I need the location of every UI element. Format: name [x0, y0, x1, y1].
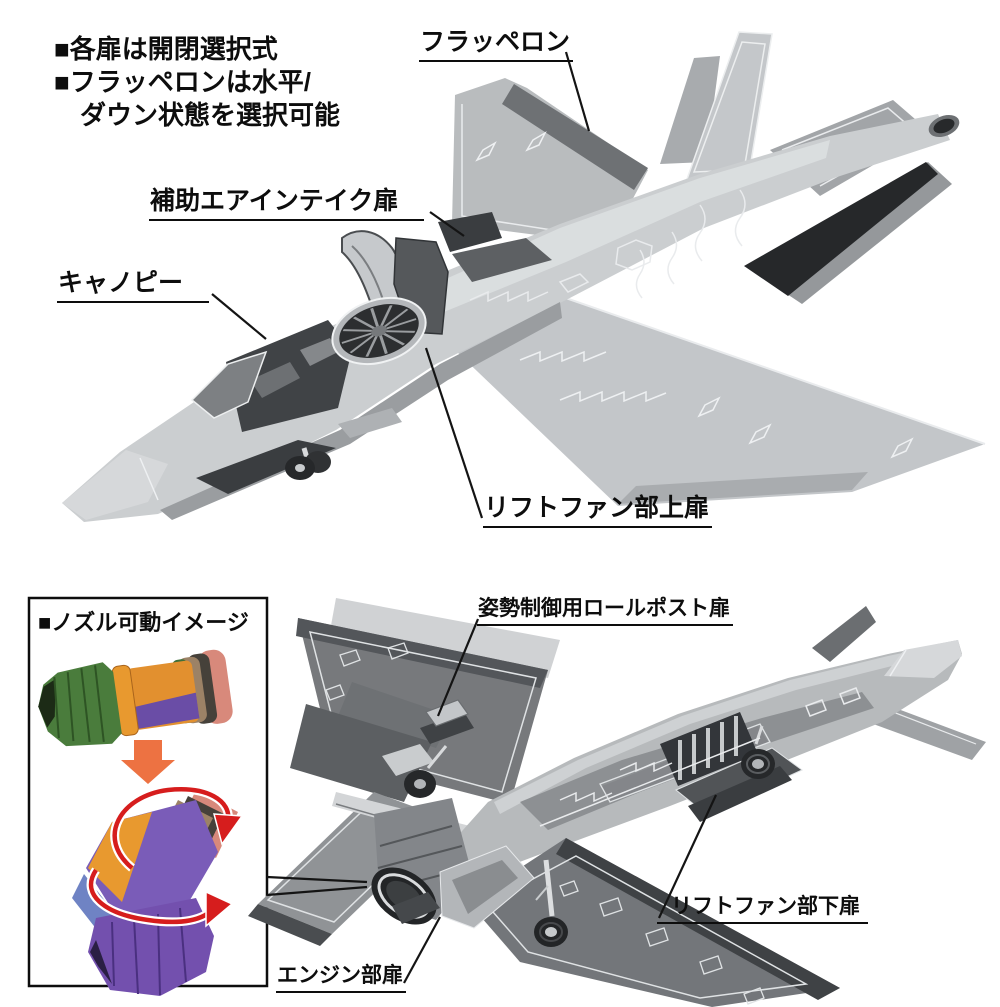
leader-flapperon: [564, 51, 591, 132]
label-roll-post-door: 姿勢制御用ロールポスト扉: [477, 592, 733, 626]
aircraft-bottom-view: [248, 598, 986, 1007]
note-door-selection: ■各扉は開閉選択式: [54, 34, 278, 64]
nozzle-box-title: ■ノズル可動イメージ: [38, 610, 249, 635]
note-flapperon-line2: ダウン状態を選択可能: [80, 100, 341, 130]
leader-lines: [211, 51, 717, 984]
label-lift-fan-upper-door: リフトファン部上扉: [483, 488, 713, 528]
leader-roll-post: [436, 618, 480, 717]
nozzle-straight-figure: [38, 649, 233, 747]
aircraft-top-view: [62, 31, 986, 522]
leader-canopy: [211, 293, 267, 340]
label-canopy: キャノピー: [57, 263, 210, 303]
leader-lift-fan-lower: [658, 794, 717, 919]
rotation-arrow-icon: [110, 784, 244, 872]
label-flapperon: フラッペロン: [419, 22, 574, 62]
label-engine-door: エンジン部扉: [276, 959, 406, 993]
note-flapperon-line1: ■フラッペロンは水平/: [54, 67, 311, 97]
leader-lift-fan-upper: [424, 347, 484, 519]
leader-aux-intake: [429, 211, 465, 237]
nozzle-motion-box: [27, 596, 269, 996]
nozzle-rotated-figure: [72, 784, 244, 996]
down-arrow-icon: [121, 740, 175, 784]
label-lift-fan-lower-door: リフトファン部下扉: [657, 890, 868, 924]
label-aux-intake-door: 補助エアインテイク扉: [149, 181, 425, 221]
rotation-arrow-icon: [86, 867, 234, 928]
leader-engine-door: [403, 916, 441, 984]
